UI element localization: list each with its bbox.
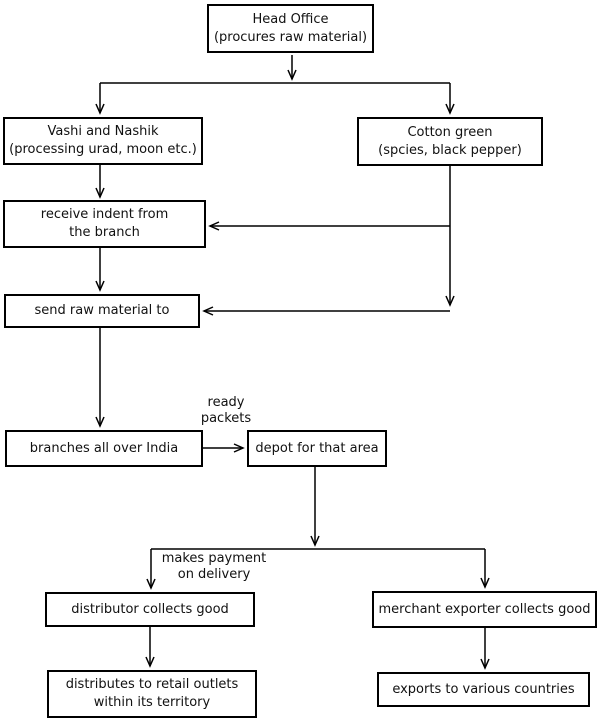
node-branches-all-over-india: branches all over India [5,430,203,467]
node-distributor-collects: distributor collects good [45,592,255,627]
node-depot-for-area: depot for that area [247,430,387,467]
node-head-office: Head Office (procures raw material) [207,4,374,53]
node-retail-outlets: distributes to retail outlets within its… [47,670,257,718]
edge-label-ready-packets: ready packets [200,395,252,427]
node-merchant-exporter: merchant exporter collects good [372,591,597,628]
node-exports-countries: exports to various countries [377,672,590,707]
edge-label-makes-payment: makes payment on delivery [161,551,267,583]
node-cotton-green: Cotton green (spcies, black pepper) [357,117,543,166]
node-send-raw-material: send raw material to [4,294,200,328]
node-receive-indent: receive indent from the branch [3,200,206,248]
node-vashi-nashik: Vashi and Nashik (processing urad, moon … [3,117,203,165]
